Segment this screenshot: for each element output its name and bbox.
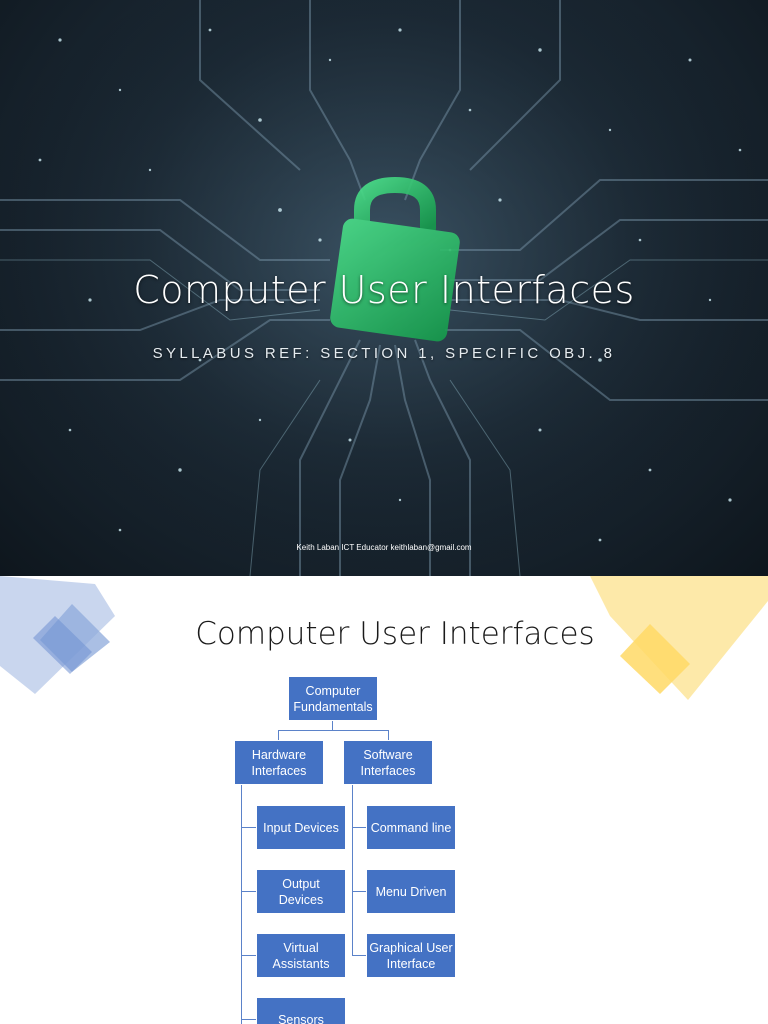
connector <box>352 891 366 892</box>
connector <box>388 730 389 740</box>
connector <box>241 955 256 956</box>
connector <box>352 784 353 956</box>
node-output-devices: Output Devices <box>256 869 346 914</box>
node-hardware-interfaces: Hardware Interfaces <box>234 740 324 785</box>
slide-title: Computer User Interfaces <box>133 268 635 312</box>
slide-subtitle: SYLLABUS REF: SECTION 1, SPECIFIC OBJ. 8 <box>152 345 616 362</box>
node-software-interfaces: Software Interfaces <box>343 740 433 785</box>
slide-footer: Keith Laban ICT Educator keithlaban@gmai… <box>296 543 472 552</box>
node-virtual-assistants: Virtual Assistants <box>256 933 346 978</box>
connector <box>352 955 366 956</box>
node-graphical-user-interface: Graphical User Interface <box>366 933 456 978</box>
node-menu-driven: Menu Driven <box>366 869 456 914</box>
connector <box>278 730 279 740</box>
circuit-lock-background <box>0 0 768 576</box>
node-input-devices: Input Devices <box>256 805 346 850</box>
connector <box>241 1019 256 1020</box>
node-computer-fundamentals: Computer Fundamentals <box>288 676 378 721</box>
node-command-line: Command line <box>366 805 456 850</box>
decorative-shapes <box>0 576 768 700</box>
connector <box>241 827 256 828</box>
lock-icon <box>330 176 460 342</box>
connector <box>241 784 242 1024</box>
connector <box>352 827 366 828</box>
title-slide: Computer User Interfaces SYLLABUS REF: S… <box>0 0 768 576</box>
connector <box>278 730 389 731</box>
connector <box>241 891 256 892</box>
org-chart-slide: Computer User Interfaces Computer Fundam… <box>0 576 768 1024</box>
connector <box>332 720 333 730</box>
chart-slide-title: Computer User Interfaces <box>195 616 595 652</box>
node-sensors: Sensors <box>256 997 346 1024</box>
